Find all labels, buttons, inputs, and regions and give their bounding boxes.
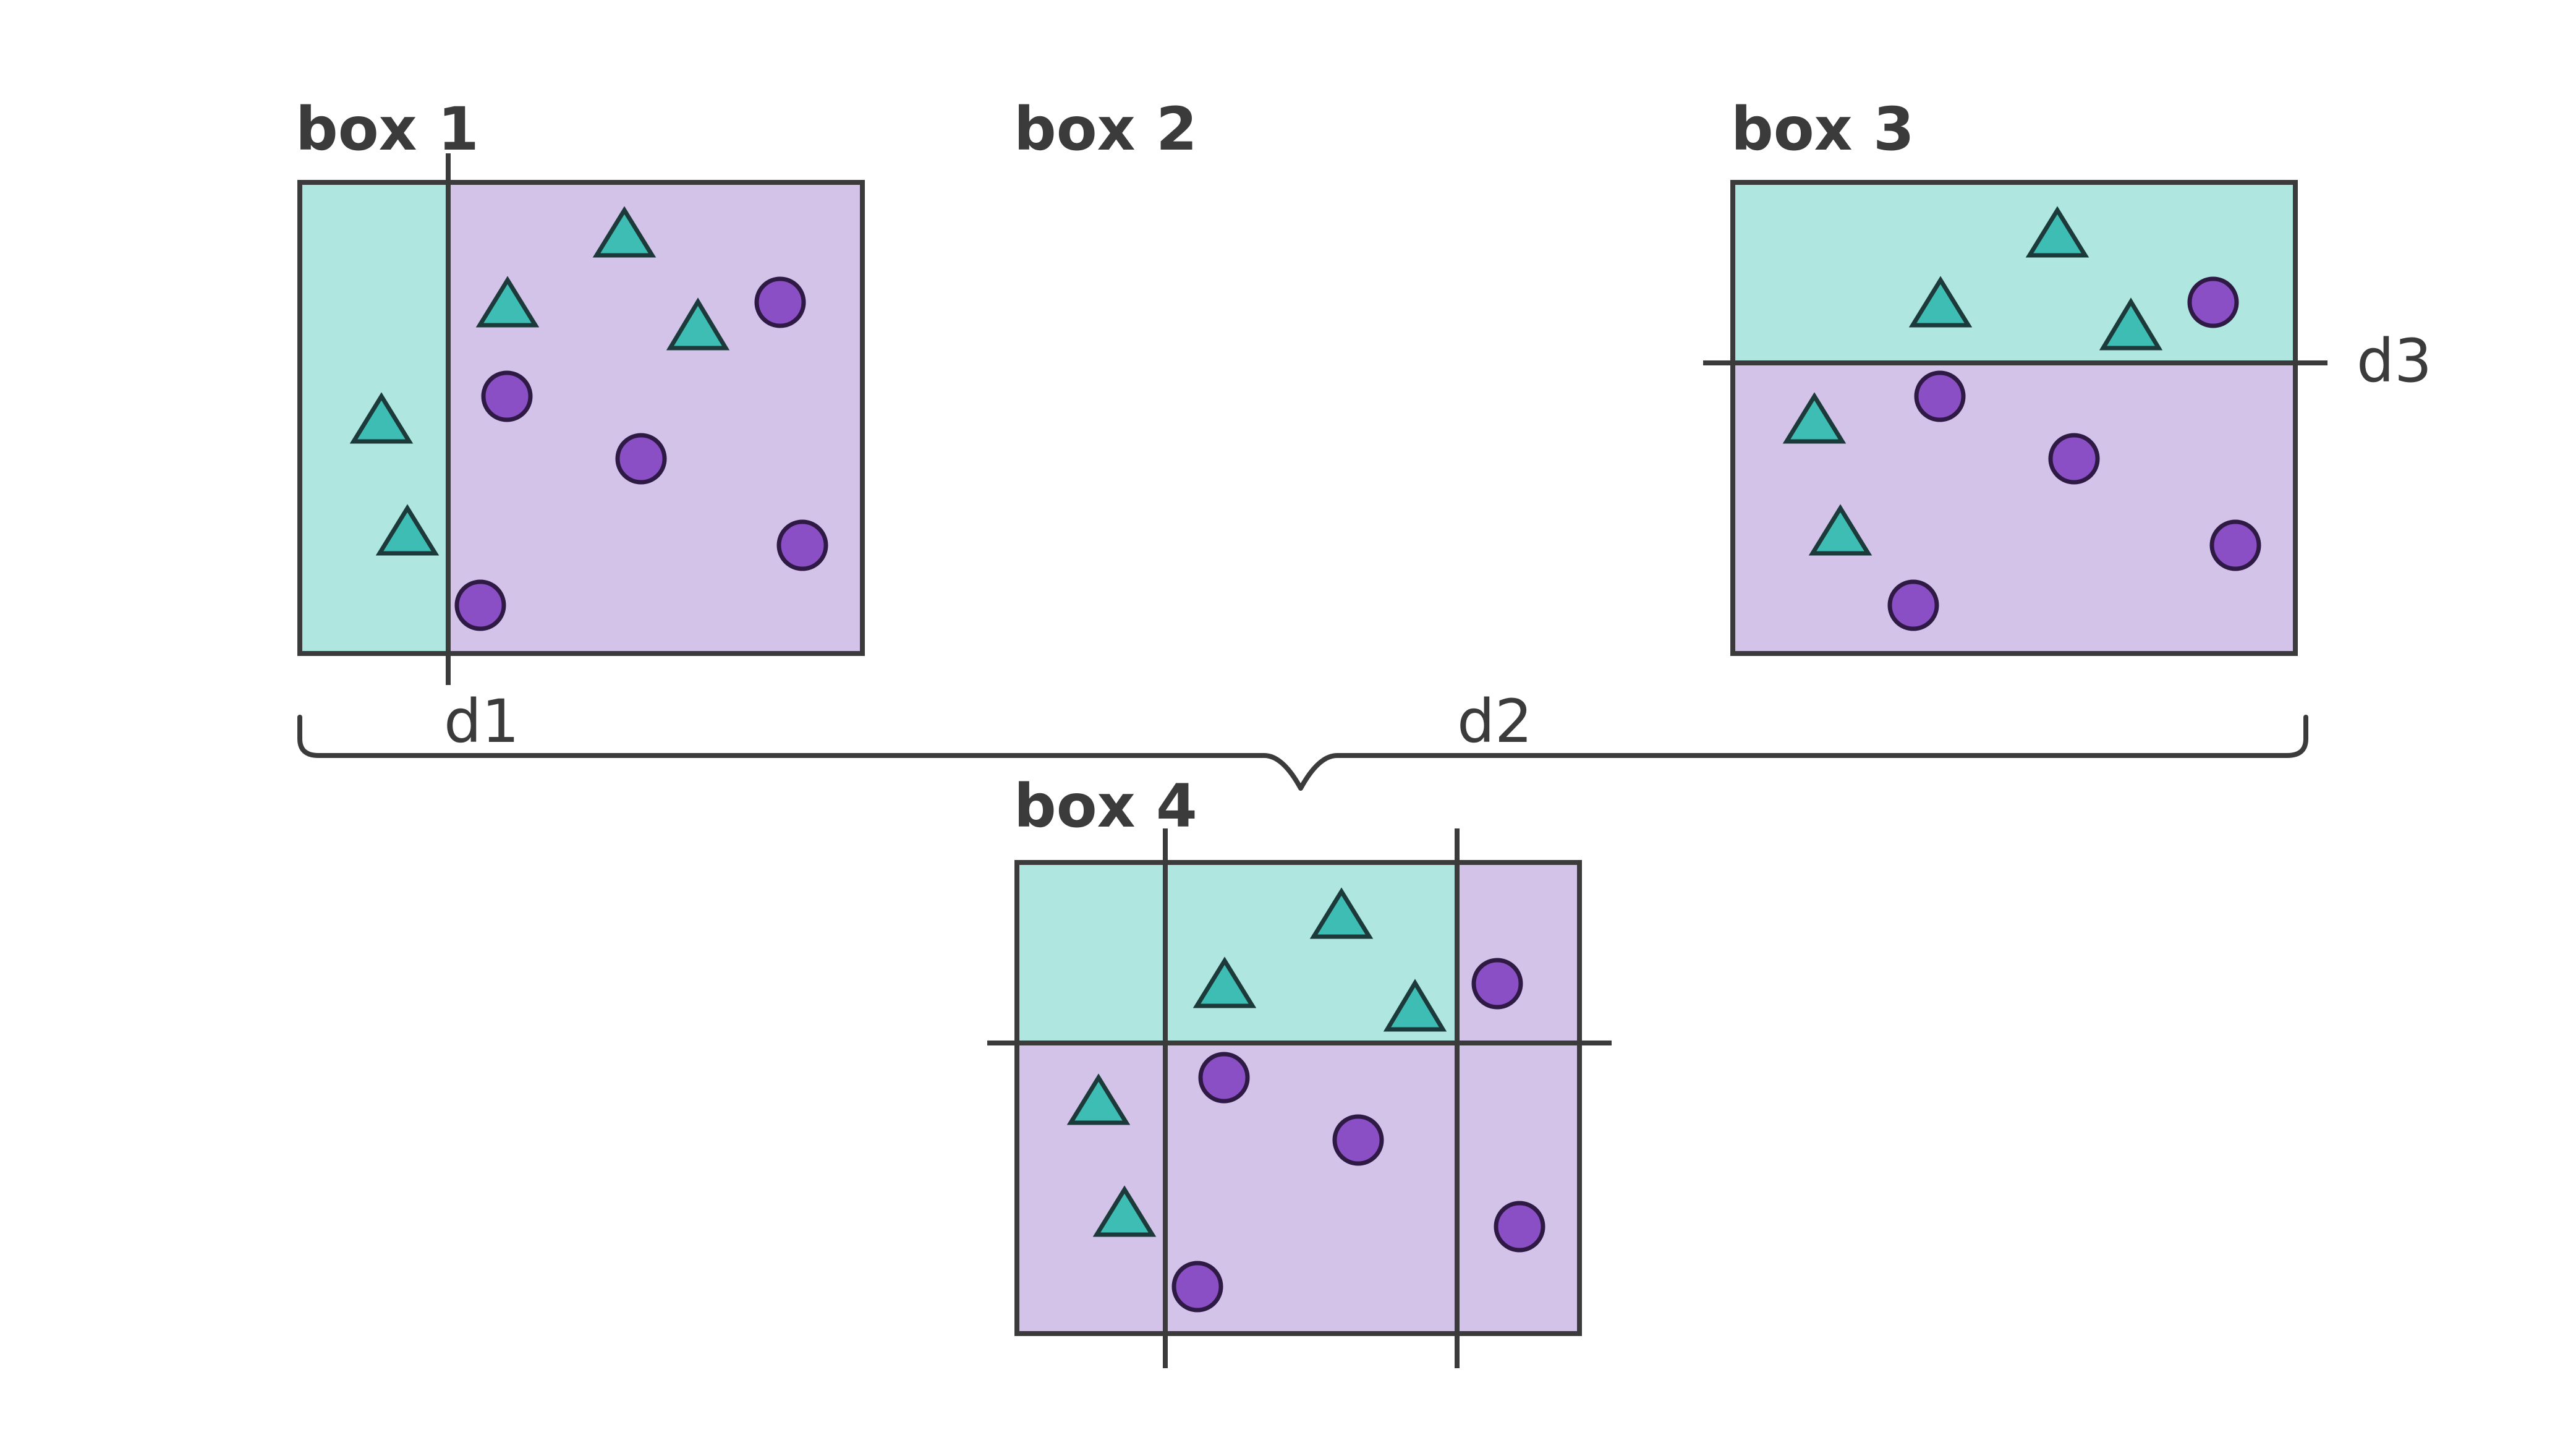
circle-marker xyxy=(1914,370,1966,422)
circle-marker xyxy=(1198,1052,1250,1104)
triangle-marker xyxy=(349,392,414,444)
triangle-marker xyxy=(1192,956,1257,1008)
box-3-teal-region xyxy=(1733,182,2295,363)
triangle-marker xyxy=(1908,276,1973,328)
combine-brace xyxy=(297,715,2308,791)
triangle-marker xyxy=(2099,297,2163,351)
triangle-marker xyxy=(475,276,540,328)
circle-marker xyxy=(1494,1201,1545,1253)
triangle-marker xyxy=(1808,504,1872,556)
circle-marker xyxy=(1887,579,1939,631)
box-1-title: box 1 xyxy=(295,95,479,164)
box-1-markers xyxy=(349,206,828,631)
box-4-markers xyxy=(1066,887,1545,1313)
triangle-marker xyxy=(1092,1185,1157,1237)
triangle-marker xyxy=(666,297,730,351)
box-4-purple-right-region xyxy=(1457,862,1579,1043)
circle-marker xyxy=(481,370,533,422)
circle-marker xyxy=(1171,1261,1223,1313)
triangle-marker xyxy=(375,504,440,556)
triangle-marker xyxy=(1782,392,1847,444)
circle-marker xyxy=(454,579,506,631)
box-1 xyxy=(297,153,865,685)
box-4 xyxy=(987,828,1612,1368)
d1-label: d1 xyxy=(444,687,519,756)
circle-marker xyxy=(615,433,667,485)
circle-marker xyxy=(2187,276,2239,328)
triangle-marker xyxy=(1066,1073,1131,1125)
circle-marker xyxy=(1332,1114,1384,1166)
triangle-marker xyxy=(592,206,657,258)
box-4-purple-bottom-region xyxy=(1017,1043,1579,1334)
triangle-marker xyxy=(2025,206,2089,258)
triangle-marker xyxy=(1309,887,1374,939)
box-2-title: box 2 xyxy=(1014,95,1197,164)
box-1-frame xyxy=(297,180,865,656)
circle-marker xyxy=(2048,433,2100,485)
box-3-markers xyxy=(1782,206,2261,631)
triangle-marker xyxy=(1383,979,1447,1032)
circle-marker xyxy=(754,276,806,328)
circle-marker xyxy=(776,519,828,571)
box-3-title: box 3 xyxy=(1731,95,1915,164)
d3-label: d3 xyxy=(2357,326,2432,396)
box-3 xyxy=(1703,180,2327,656)
box-3-purple-region xyxy=(1733,363,2295,653)
circle-marker xyxy=(1471,958,1523,1010)
d2-label: d2 xyxy=(1457,687,1532,756)
box-4-frame xyxy=(1014,860,1582,1336)
box-4-title: box 4 xyxy=(1014,772,1197,841)
box-3-frame xyxy=(1730,180,2298,656)
box-4-teal-region xyxy=(1017,862,1457,1043)
circle-marker xyxy=(2209,519,2261,571)
